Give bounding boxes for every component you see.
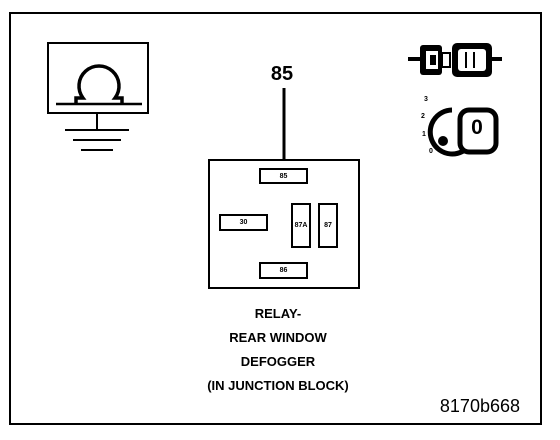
relay-pin-30: 30: [219, 214, 268, 231]
ground-icon: [47, 42, 149, 151]
figure-reference-number: 8170b668: [439, 396, 520, 416]
ignition-position-2: 2: [421, 113, 425, 120]
relay-pin-86: 86: [259, 262, 308, 279]
connector-icon: [408, 43, 502, 77]
caption-line-4: (IN JUNCTION BLOCK): [207, 378, 349, 393]
caption-line-1: RELAY-: [254, 306, 302, 321]
lead-wire: [280, 88, 288, 166]
pin-85-lead-label: 85: [270, 63, 294, 85]
relay-pin-85: 85: [259, 168, 308, 184]
diagram-frame: [9, 12, 542, 425]
caption-line-2: REAR WINDOW: [229, 330, 327, 345]
ignition-position-0: 0: [429, 148, 433, 155]
caption-line-3: DEFOGGER: [240, 354, 316, 369]
ignition-position-1: 1: [422, 131, 426, 138]
relay-caption: RELAY- REAR WINDOW DEFOGGER (IN JUNCTION…: [178, 302, 378, 398]
ignition-dial-value: 0: [471, 116, 483, 139]
relay-pin-87a: 87A: [291, 203, 311, 248]
relay-pin-87: 87: [318, 203, 338, 248]
ignition-position-3: 3: [424, 96, 428, 103]
ignition-switch-icon: [427, 107, 499, 157]
